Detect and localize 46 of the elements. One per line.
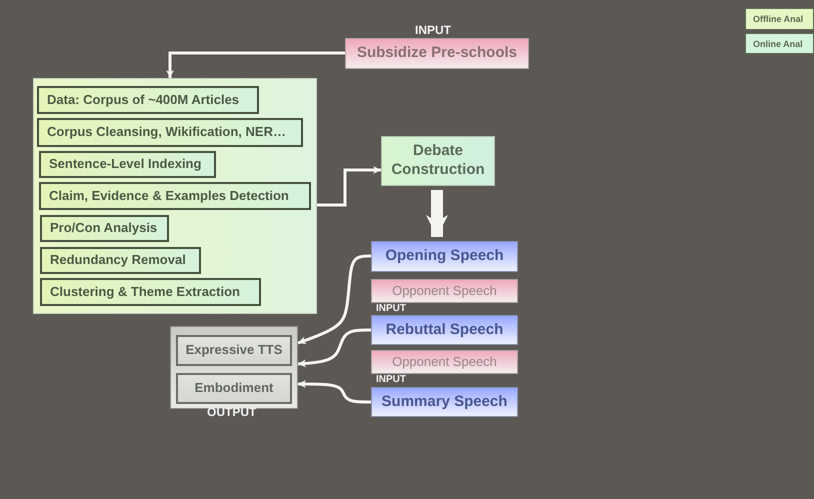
legend-item: Online Anal (745, 33, 814, 54)
box-label: Opening Speech (385, 247, 504, 266)
process-box (37, 118, 303, 147)
box-label: Expressive TTS (186, 342, 282, 359)
group-panel (33, 78, 317, 314)
box-label: Rebuttal Speech (386, 320, 504, 340)
box-label: Opponent Speech (392, 354, 497, 370)
arrow (426, 190, 448, 237)
group-panel (170, 326, 298, 409)
box-label: Subsidize Pre-schools (356, 44, 518, 63)
box-label: Claim, Evidence & Examples Detection (49, 188, 289, 204)
process-box (371, 387, 518, 417)
process-box (371, 279, 518, 303)
arrow (317, 166, 381, 206)
process-box (381, 136, 495, 186)
io-label: INPUT (376, 374, 406, 385)
box-label: Embodiment (194, 380, 274, 397)
process-box (40, 215, 169, 242)
process-box (371, 350, 518, 374)
box-label: Clustering & Theme Extraction (50, 284, 240, 300)
arrow (166, 52, 345, 78)
box-label: Sentence-Level Indexing (49, 156, 202, 173)
io-label: INPUT (376, 303, 406, 314)
process-box (176, 373, 292, 404)
process-box (176, 335, 292, 366)
box-label: Pro/Con Analysis (50, 220, 158, 237)
arrow (298, 254, 371, 344)
process-box (371, 241, 518, 272)
legend-item: Offline Anal (745, 8, 814, 30)
process-box (371, 315, 518, 345)
process-box (40, 247, 201, 274)
box-label: Debate Construction (390, 142, 486, 180)
process-box (39, 151, 216, 178)
box-label: Summary Speech (382, 392, 508, 412)
process-box (345, 38, 529, 69)
arrow (298, 328, 371, 368)
box-label: Data: Corpus of ~400M Articles (47, 92, 240, 108)
box-label: Redundancy Removal (50, 252, 186, 269)
io-label: OUTPUT (207, 405, 256, 419)
arrow (298, 380, 371, 404)
process-box (37, 86, 259, 114)
io-label: INPUT (415, 23, 451, 37)
process-box (39, 182, 311, 210)
box-label: Opponent Speech (392, 282, 497, 300)
box-label: Corpus Cleansing, Wikification, NER… (47, 124, 286, 141)
process-box (40, 278, 261, 306)
